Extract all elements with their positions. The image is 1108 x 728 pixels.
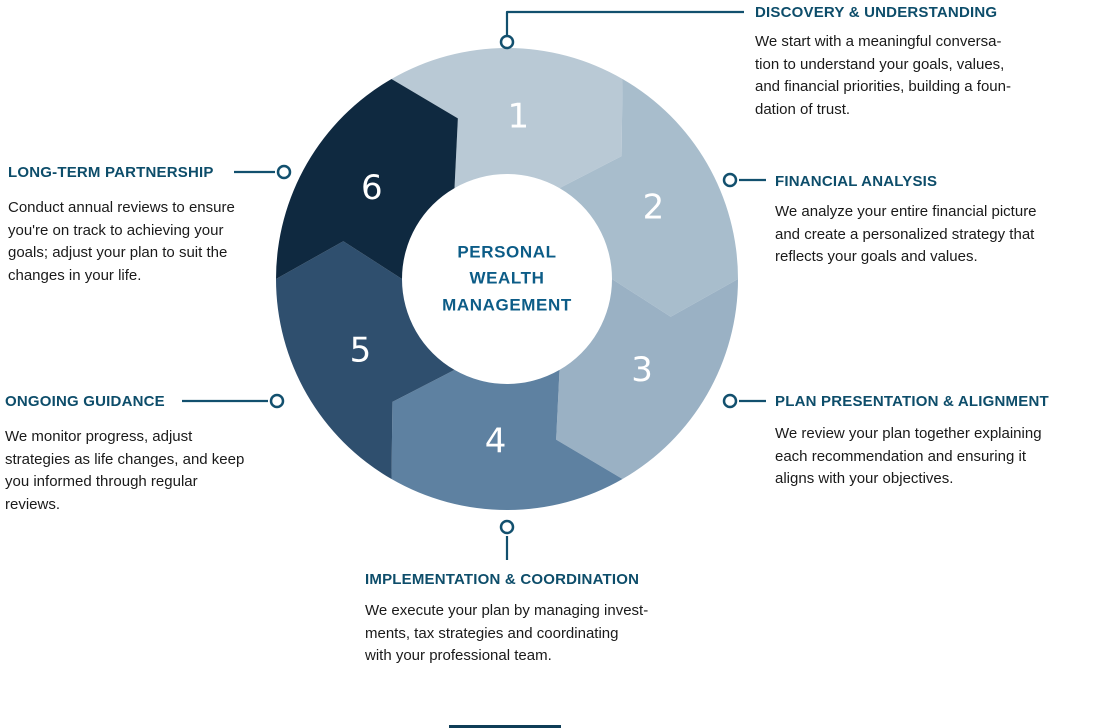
connector-implementation [499,519,515,560]
wheel-segment-4 [391,369,623,510]
wheel-segment-6 [276,78,458,279]
callout-title-plan: PLAN PRESENTATION & ALIGNMENT [775,393,1049,410]
connector-ongoing [182,393,285,409]
bottom-crop-line [449,725,561,728]
callout-body-ongoing: We monitor progress, adjust strategies a… [5,428,245,513]
process-wheel: 1 2 3 4 5 6 PERSONAL WEALTH MANAGEMENT [276,48,738,510]
callout-title-longterm: LONG-TERM PARTNERSHIP [8,164,214,181]
callout-body-financial: We analyze your entire financial picture… [775,203,1037,265]
center-title: PERSONAL WEALTH MANAGEMENT [442,242,572,315]
callout-title-discovery: DISCOVERY & UNDERSTANDING [755,4,998,21]
segment-number-4: 4 [485,422,507,462]
segment-number-1: 1 [508,96,530,136]
wheel-segment-3 [556,279,738,480]
connector-ring-discovery [499,34,515,50]
segment-number-5: 5 [350,330,372,370]
wheel-segment-2 [559,78,738,317]
wheel-segment-5 [276,241,455,480]
segment-number-3: 3 [631,350,653,390]
callout-title-financial: FINANCIAL ANALYSIS [775,173,938,190]
callout-body-implementation: We execute your plan by managing invest-… [365,602,649,664]
callout-body-longterm: Conduct annual reviews to ensure you're … [8,199,235,284]
process-wheel-svg: 1 2 3 4 5 6 [276,48,738,510]
callout-title-ongoing: ONGOING GUIDANCE [5,393,165,410]
segment-number-2: 2 [643,188,665,228]
connector-ring-implementation [499,519,515,535]
segment-number-6: 6 [361,168,383,208]
wheel-segment-1 [391,48,623,189]
connector-discovery [499,10,744,50]
callout-body-discovery: We start with a meaningful conversa- tio… [755,33,1011,118]
callout-body-plan: We review your plan together explaining … [775,425,1042,487]
callout-title-implementation: IMPLEMENTATION & COORDINATION [365,571,640,588]
